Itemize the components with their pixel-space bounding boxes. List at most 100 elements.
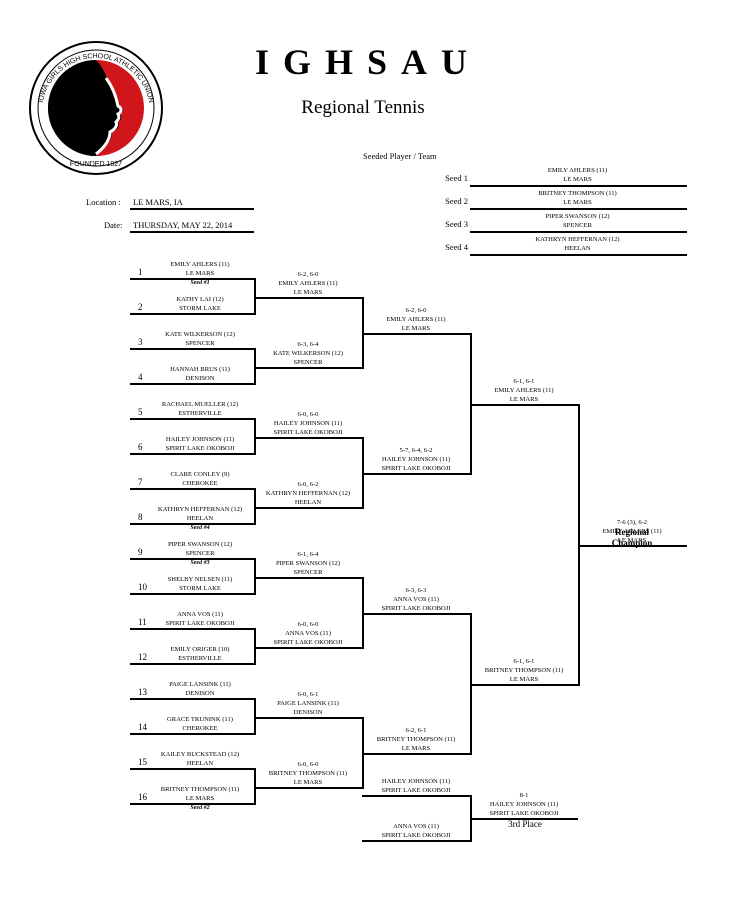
match-score: 6-0, 6-0 — [297, 761, 319, 768]
player-name: HAILEY JOHNSON (11) — [489, 801, 559, 808]
player-name: BRITNEY THOMPSON (11) — [376, 736, 456, 743]
match-score: 6-2, 6-1 — [405, 727, 427, 734]
match-score: 6-1, 6-4 — [297, 551, 319, 558]
bracket-line — [362, 840, 470, 842]
bracket-line — [470, 818, 578, 820]
third-place-label: 3rd Place — [508, 819, 542, 829]
team-name: LE MARS — [563, 176, 592, 183]
player-name: ANNA VOS (11) — [177, 611, 223, 618]
team-name: LE MARS — [293, 289, 323, 296]
match-score: 6-0, 6-0 — [297, 411, 319, 418]
player-name: KATHY LAI (12) — [176, 296, 224, 303]
bracket-line — [130, 453, 254, 455]
date-label: Date: — [104, 220, 123, 230]
draw-position: 6 — [138, 442, 143, 452]
team-name: SPIRIT LAKE OKOBOJI — [273, 429, 343, 436]
bracket-connector — [254, 628, 256, 665]
player-name: BRITNEY THOMPSON (11) — [484, 667, 564, 674]
team-name: LE MARS — [401, 325, 431, 332]
round1-entry: ANNA VOS (11) SPIRIT LAKE OKOBOJI — [146, 610, 254, 628]
team-name: LE MARS — [509, 396, 539, 403]
player-name: ANNA VOS (11) — [393, 823, 439, 830]
seed-entry: PIPER SWANSON (12)SPENCER — [470, 212, 685, 230]
player-name: EMILY AHLERS (11) — [278, 280, 338, 287]
location-label: Location : — [86, 197, 121, 207]
seed-label: Seed 4 — [445, 242, 468, 252]
team-name: LE MARS — [509, 676, 539, 683]
bracket-line — [362, 795, 470, 797]
bracket-line — [470, 185, 687, 187]
bracket-line — [130, 663, 254, 665]
player-name: HAILEY JOHNSON (11) — [273, 420, 343, 427]
round1-entry: GRACE TRUNINK (11)CHEROKEE — [146, 715, 254, 733]
match-score: 6-2, 6-0 — [297, 271, 319, 278]
bracket-line — [130, 593, 254, 595]
bracket-line — [130, 313, 254, 315]
seed-tag: Seed #2 — [190, 805, 210, 811]
page-subtitle: Regional Tennis — [301, 97, 425, 118]
player-name: KAILEY BUCKSTEAD (12) — [160, 751, 240, 758]
bracket-line — [254, 437, 362, 439]
draw-position: 15 — [138, 757, 147, 767]
bracket-line — [470, 254, 687, 256]
draw-position: 8 — [138, 512, 143, 522]
draw-position: 9 — [138, 547, 143, 557]
round1-entry: RACHAEL MUELLER (12)ESTHERVILLE — [146, 400, 254, 418]
third-place-entry: HAILEY JOHNSON (11)SPIRIT LAKE OKOBOJI — [362, 777, 470, 795]
player-name: KATE WILKERSON (12) — [273, 350, 343, 357]
player-name: ANNA VOS (11) — [285, 630, 331, 637]
player-name: PAIGE LANSINK (11) — [277, 700, 339, 707]
seed-tag: Seed #1 — [190, 280, 210, 286]
team-name: SPENCER — [185, 550, 215, 557]
team-name: LE MARS — [293, 779, 323, 786]
player-name: BRITNEY THOMPSON (11) — [268, 770, 348, 777]
bracket-line — [130, 348, 254, 350]
bracket-connector — [254, 768, 256, 805]
player-name: HAILEY JOHNSON (11) — [381, 778, 451, 785]
player-name: PIPER SWANSON (12) — [545, 213, 610, 220]
bracket-line — [578, 545, 687, 547]
team-name: DENISON — [185, 690, 215, 697]
team-name: LE MARS — [563, 199, 592, 206]
team-name: CHEROKEE — [182, 725, 218, 732]
round1-entry: KAILEY BUCKSTEAD (12)HEELAN — [146, 750, 254, 768]
player-name: EMILY ORIGER (10) — [170, 646, 230, 653]
regional-champion-label: Regional Champion — [611, 527, 653, 548]
player-name: ANNA VOS (11) — [393, 596, 439, 603]
seed-entry: BRITNEY THOMPSON (11) LE MARS — [470, 189, 685, 207]
bracket-connector — [254, 558, 256, 595]
player-name: HAILEY JOHNSON (11) — [165, 436, 235, 443]
team-name: ESTHERVILLE — [178, 410, 222, 417]
bracket-line — [130, 733, 254, 735]
player-name: BRITNEY THOMPSON (11) — [538, 190, 617, 197]
round1-entry: BRITNEY THOMPSON (11)LE MARS — [146, 785, 254, 803]
seed-tag: Seed #4 — [190, 525, 210, 531]
bracket-line — [254, 577, 362, 579]
bracket-line — [130, 523, 254, 525]
team-name: SPIRIT LAKE OKOBOJI — [381, 605, 451, 612]
team-name: ESTHERVILLE — [178, 655, 222, 662]
seed-label: Seed 3 — [445, 219, 468, 229]
player-name: PIPER SWANSON (12) — [275, 560, 341, 567]
bracket-line — [130, 698, 254, 700]
bracket-line — [130, 768, 254, 770]
round1-entry: PIPER SWANSON (12)SPENCER — [146, 540, 254, 558]
team-name: HEELAN — [186, 515, 214, 522]
team-name: DENISON — [293, 709, 323, 716]
page-title: IGHSAU — [254, 42, 482, 82]
ighsau-logo-icon: IOWA GIRLS HIGH SCHOOL ATHLETIC UNION FO… — [29, 41, 163, 175]
match-score: 6-2, 6-0 — [405, 307, 427, 314]
bracket-line — [254, 297, 362, 299]
team-name: SPIRIT LAKE OKOBOJI — [165, 620, 235, 627]
seed-label: Seed 2 — [445, 196, 468, 206]
player-name: KATHRYN HEFFERNAN (12) — [535, 236, 620, 243]
bracket-line — [470, 684, 578, 686]
